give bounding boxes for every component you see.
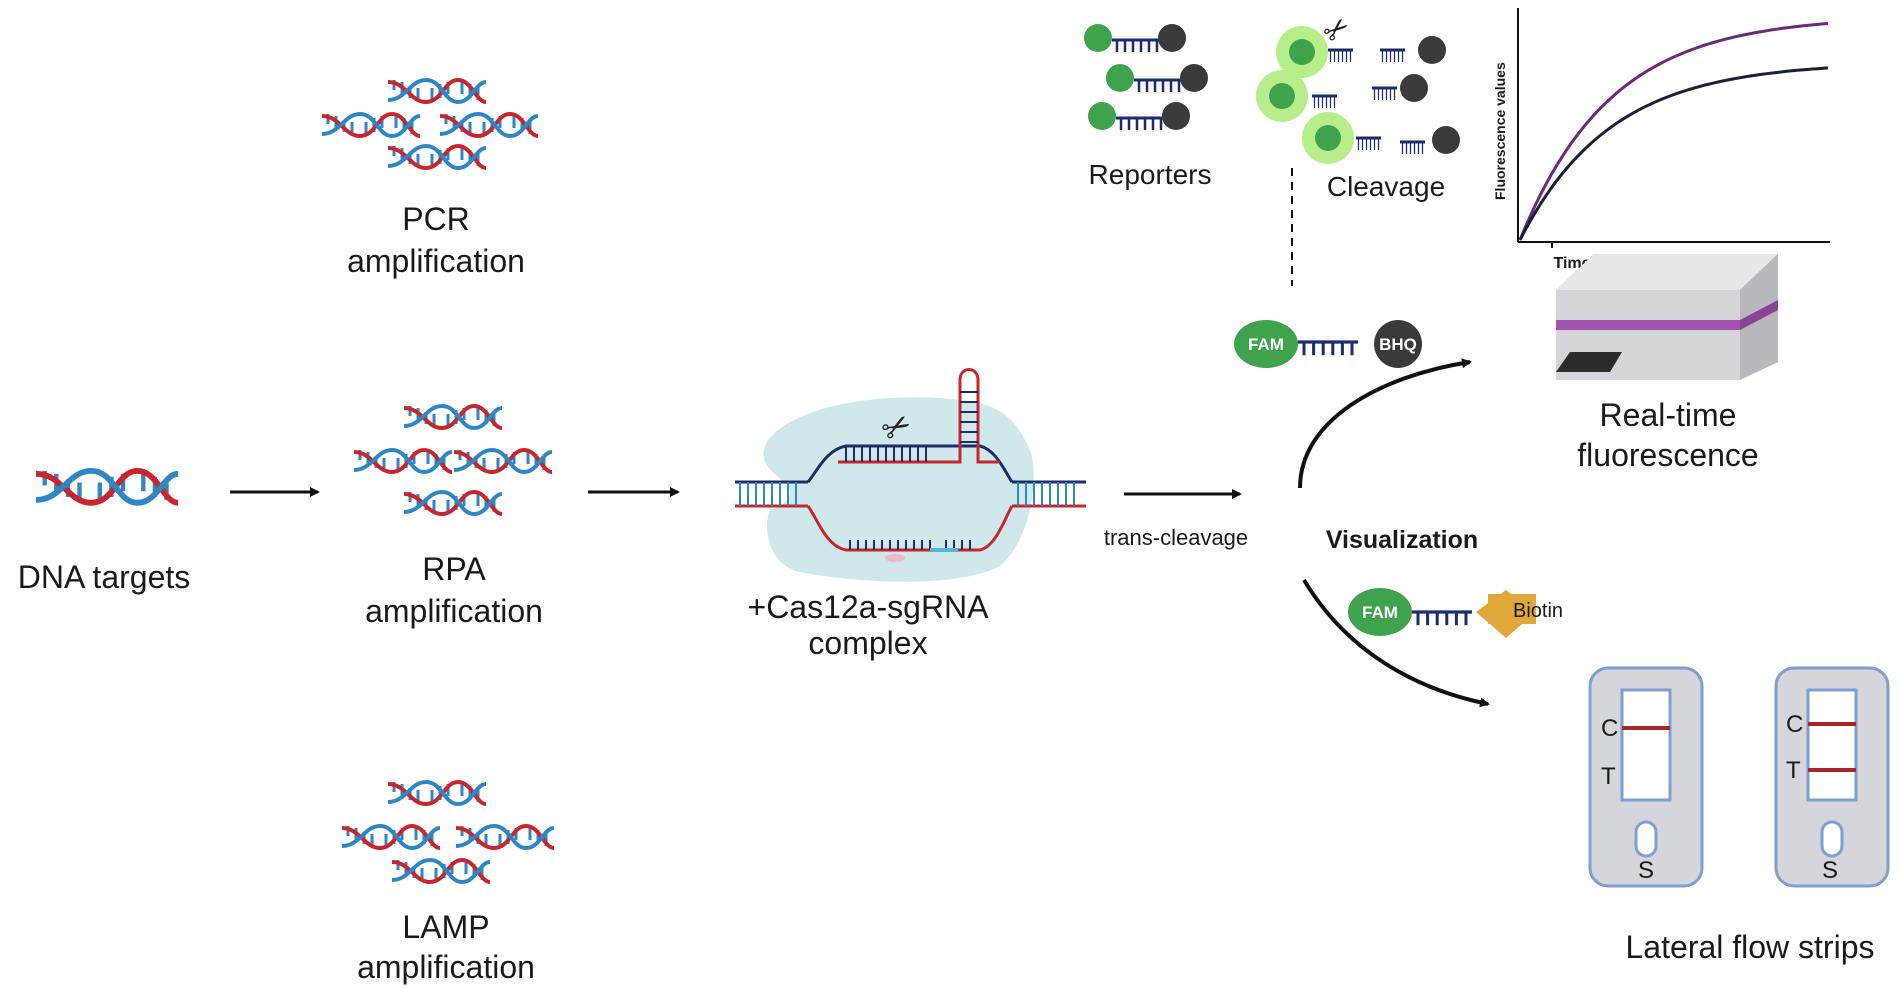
strip-right-t-label: T (1786, 757, 1801, 784)
reporters-label: Reporters (1089, 159, 1212, 190)
plot-series-2 (1518, 66, 1829, 241)
dna-targets-icon (36, 471, 178, 503)
realtime-reader-icon (1556, 254, 1778, 380)
strip-right-s-label: S (1822, 857, 1838, 884)
rpa-label-line2: amplification (365, 593, 543, 629)
visualization-label: Visualization (1326, 526, 1478, 554)
cleavage-label: Cleavage (1327, 171, 1445, 202)
cas12a-complex-diagram (735, 368, 1086, 582)
trans-cleavage-label: trans-cleavage (1104, 525, 1248, 550)
lateral-flow-strip-negative (1588, 666, 1704, 888)
biotin-tag: Biotin (1513, 600, 1563, 622)
realtime-label-line2: fluorescence (1577, 437, 1758, 473)
pcr-dna-icon (320, 78, 540, 170)
fam-tag-bottom: FAM (1362, 603, 1398, 622)
plot-series-1 (1518, 22, 1829, 241)
fluorescence-plot (1517, 8, 1830, 248)
rpa-dna-icon (352, 404, 554, 516)
arrow-to-lateral-flow (1302, 578, 1490, 708)
fam-tag-top: FAM (1248, 335, 1284, 354)
strip-left-t-label: T (1601, 763, 1616, 790)
lamp-dna-icon (340, 780, 556, 884)
strip-left-c-label: C (1601, 715, 1618, 742)
rpa-label-line1: RPA (422, 551, 486, 587)
dna-targets-label: DNA targets (18, 559, 191, 595)
lateral-flow-label: Lateral flow strips (1626, 929, 1875, 965)
bhq-tag: BHQ (1379, 335, 1417, 354)
cas-label-line2: complex (808, 625, 927, 661)
reporter-molecules (1084, 24, 1208, 132)
cleaved-reporters (1256, 26, 1460, 164)
realtime-label-line1: Real-time (1600, 397, 1737, 433)
arrow-to-realtime (1298, 358, 1472, 489)
pcr-label-line1: PCR (402, 201, 470, 237)
strip-left-s-label: S (1638, 857, 1654, 884)
cas-label-line1: +Cas12a-sgRNA (748, 589, 990, 625)
lateral-flow-strip-positive (1774, 666, 1890, 888)
fam-bhq-reporter (1234, 320, 1422, 368)
strip-right-c-label: C (1786, 711, 1803, 738)
plot-ylabel: Fluorescence values (1492, 62, 1508, 200)
lamp-label-line1: LAMP (402, 909, 489, 945)
pcr-label-line2: amplification (347, 243, 525, 279)
lamp-label-line2: amplification (357, 949, 535, 985)
fam-biotin-reporter (1348, 588, 1536, 638)
